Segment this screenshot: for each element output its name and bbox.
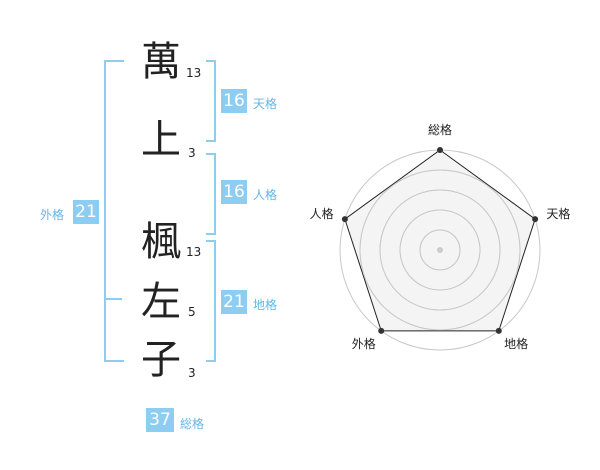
stroke-count-2: 3: [188, 146, 196, 160]
radar-point-2: [532, 216, 539, 223]
radar-point-4: [378, 327, 385, 334]
name-char-1: 萬: [141, 39, 181, 85]
tenkaku-label: 天格: [253, 97, 278, 111]
jinkaku-bracket: [206, 153, 216, 235]
radar-inner-ring-2: [399, 209, 481, 291]
radar-axis-label-4: 外格: [352, 336, 376, 351]
stroke-count-1: 13: [186, 66, 202, 80]
radar-axis-label-3: 地格: [504, 336, 528, 351]
radar-point-3: [495, 327, 502, 334]
chikaku-label: 地格: [253, 298, 278, 312]
gaikaku-label: 外格: [40, 208, 65, 222]
radar-axis-label-5: 人格: [310, 206, 334, 221]
jinkaku-label: 人格: [253, 188, 278, 202]
name-char-2: 上: [141, 117, 181, 163]
radar-inner-ring-4: [359, 169, 521, 331]
name-char-5: 子: [141, 337, 181, 383]
tenkaku-bracket: [206, 60, 216, 142]
radar-point-1: [437, 147, 443, 153]
gaikaku-bracket-tick: [104, 298, 122, 300]
radar-inner-ring-1: [419, 229, 461, 271]
radar-data-polygon: [344, 149, 536, 332]
name-char-4: 左: [141, 279, 181, 325]
stroke-count-3: 13: [186, 245, 202, 259]
gaikaku-bracket: [104, 60, 124, 362]
soukaku-label: 総格: [180, 417, 205, 431]
radar-point-5: [341, 216, 348, 223]
stroke-count-4: 5: [188, 305, 196, 319]
chikaku-bracket: [206, 240, 216, 362]
radar-axis-label-2: 天格: [546, 206, 570, 221]
radar-center-dot: [437, 247, 443, 253]
tenkaku-value-badge: 16: [221, 89, 247, 113]
soukaku-value-badge: 37: [146, 408, 174, 432]
radar-axis-label-1: 総格: [428, 122, 452, 137]
radar-inner-ring-3: [379, 189, 501, 311]
gaikaku-value-badge: 21: [73, 200, 99, 224]
stroke-count-5: 3: [188, 366, 196, 380]
chikaku-value-badge: 21: [221, 290, 247, 314]
jinkaku-value-badge: 16: [221, 180, 247, 204]
name-char-3: 楓: [141, 219, 181, 265]
